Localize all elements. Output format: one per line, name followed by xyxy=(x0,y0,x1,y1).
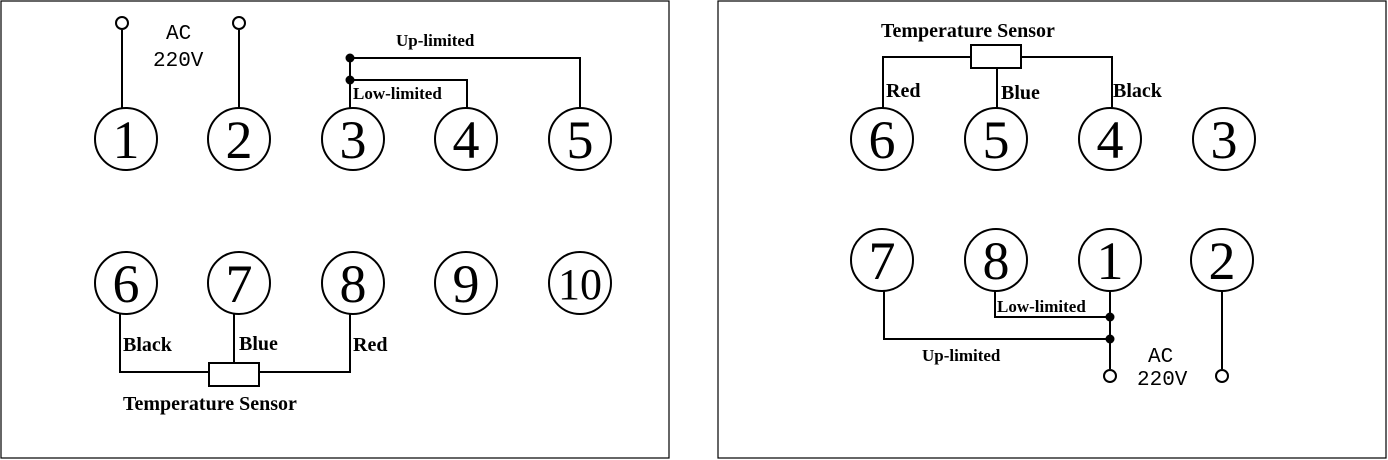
terminal-number: 1 xyxy=(113,110,140,170)
terminal-circle xyxy=(548,107,612,171)
terminal-circle xyxy=(964,228,1028,292)
terminal-number: 8 xyxy=(983,231,1010,291)
left-sensor-label: Temperature Sensor xyxy=(123,393,297,415)
terminal-number: 5 xyxy=(567,110,594,170)
left-wire-red-label: Red xyxy=(353,334,387,356)
terminal-number: 3 xyxy=(1211,110,1238,170)
left-wiring-panel: AC 220V Up-limited Low-limited Black Blu… xyxy=(0,0,670,459)
terminal-number: 4 xyxy=(453,110,480,170)
right-wiring-panel: Temperature Sensor Red Blue Black Low-li… xyxy=(717,0,1387,459)
left-up-limited-label: Up-limited xyxy=(396,31,475,50)
terminal-number: 5 xyxy=(983,110,1010,170)
left-terminal-7: 7 xyxy=(207,251,271,315)
left-ac-terminal-1 xyxy=(115,16,129,30)
right-ac-terminal-1 xyxy=(1103,369,1117,383)
terminal-circle xyxy=(321,251,385,315)
left-wire-black-label: Black xyxy=(123,334,173,356)
right-sensor-resistor xyxy=(970,44,1022,69)
terminal-circle xyxy=(850,107,914,171)
terminal-number: 6 xyxy=(113,254,140,314)
left-terminal-3: 3 xyxy=(321,107,385,171)
left-ac-terminal-2 xyxy=(232,16,246,30)
right-junction-dot-lower xyxy=(1105,334,1115,344)
terminal-number: 9 xyxy=(453,254,480,314)
terminal-number: 2 xyxy=(226,110,253,170)
terminal-circle xyxy=(1190,228,1254,292)
left-terminal-9: 9 xyxy=(434,251,498,315)
right-ac-label: AC xyxy=(1148,346,1173,369)
left-terminal-4: 4 xyxy=(434,107,498,171)
terminal-circle xyxy=(548,251,612,315)
right-terminal-1: 1 xyxy=(1078,228,1142,292)
left-low-limited-label: Low-limited xyxy=(353,84,442,103)
terminal-number: 1 xyxy=(1097,231,1124,291)
terminal-number: 2 xyxy=(1209,231,1236,291)
right-terminal-8: 8 xyxy=(964,228,1028,292)
terminal-number: 6 xyxy=(869,110,896,170)
left-sensor-resistor xyxy=(208,362,260,387)
left-terminal-5: 5 xyxy=(548,107,612,171)
terminal-number: 4 xyxy=(1097,110,1124,170)
terminal-circle xyxy=(207,107,271,171)
right-wire-red-label: Red xyxy=(886,80,920,102)
left-low-limited-wire xyxy=(350,79,468,108)
left-panel-border xyxy=(0,0,670,459)
right-wire-black-label: Black xyxy=(1113,80,1163,102)
left-wire-blue-label: Blue xyxy=(239,333,278,355)
right-terminal-5: 5 xyxy=(964,107,1028,171)
left-terminal-6: 6 xyxy=(94,251,158,315)
right-terminal-6: 6 xyxy=(850,107,914,171)
right-up-limited-wire xyxy=(883,291,1110,340)
right-wire-blue-label: Blue xyxy=(1001,82,1040,104)
terminal-circle xyxy=(850,228,914,292)
right-junction-dot-upper xyxy=(1105,312,1115,322)
left-terminal-10: 10 xyxy=(548,251,612,315)
right-terminal-3: 3 xyxy=(1192,107,1256,171)
terminal-circle xyxy=(94,107,158,171)
right-terminal-7: 7 xyxy=(850,228,914,292)
terminal-circle xyxy=(434,107,498,171)
right-up-limited-label: Up-limited xyxy=(922,346,1001,365)
terminal-circle xyxy=(434,251,498,315)
terminal-number: 7 xyxy=(869,231,896,291)
right-panel-border xyxy=(717,0,1387,459)
terminal-circle xyxy=(1078,228,1142,292)
terminal-circle xyxy=(964,107,1028,171)
terminal-number: 8 xyxy=(340,254,367,314)
left-terminal-8: 8 xyxy=(321,251,385,315)
right-ac-terminal-2 xyxy=(1215,369,1229,383)
right-terminal-4: 4 xyxy=(1078,107,1142,171)
terminal-circle xyxy=(1192,107,1256,171)
right-sensor-label: Temperature Sensor xyxy=(881,20,1055,42)
left-junction-dot-lower xyxy=(345,75,355,85)
terminal-circle xyxy=(1078,107,1142,171)
left-junction-dot-upper xyxy=(345,53,355,63)
terminal-circle xyxy=(207,251,271,315)
right-terminal-2: 2 xyxy=(1190,228,1254,292)
terminal-number: 3 xyxy=(340,110,367,170)
terminal-number: 10 xyxy=(558,260,602,309)
terminal-number: 7 xyxy=(226,254,253,314)
left-terminal-1: 1 xyxy=(94,107,158,171)
left-terminal-2: 2 xyxy=(207,107,271,171)
terminal-circle xyxy=(94,251,158,315)
terminal-circle xyxy=(321,107,385,171)
right-low-limited-label: Low-limited xyxy=(997,297,1086,316)
left-ac-label: AC xyxy=(166,23,191,46)
left-voltage-label: 220V xyxy=(153,50,204,73)
right-voltage-label: 220V xyxy=(1137,369,1188,392)
right-low-limited-wire xyxy=(994,291,1110,318)
